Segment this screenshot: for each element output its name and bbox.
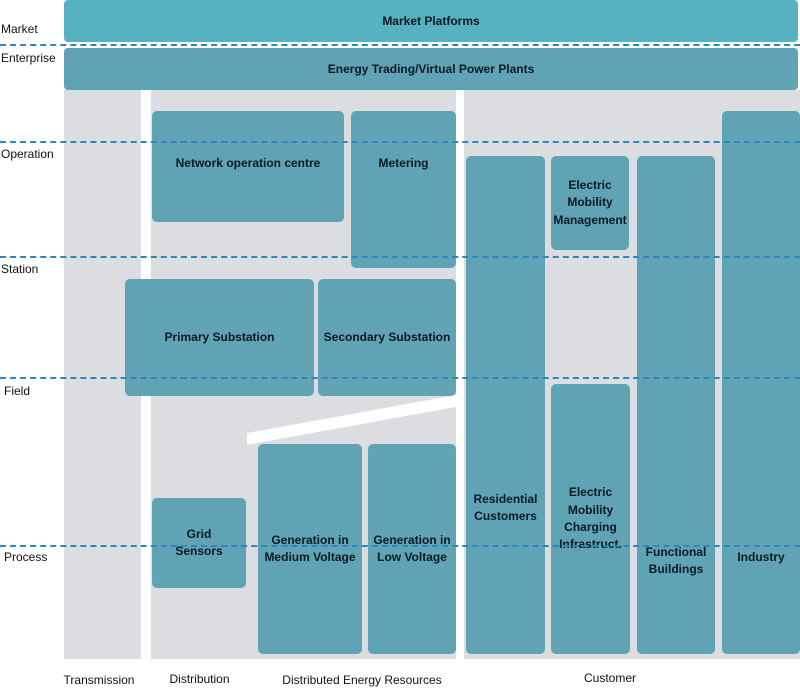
primary-substation-box: Primary Substation [125, 279, 314, 396]
secondary-substation-label: Secondary Substation [323, 329, 451, 344]
zone-line-field-process [0, 545, 800, 547]
market-platforms-label: Market Platforms [382, 14, 480, 28]
primary-substation-label: Primary Substation [164, 329, 275, 344]
functional-buildings-label: Functional Buildings [645, 545, 707, 577]
zone-line-operation-station [0, 256, 800, 258]
metering-label: Metering [378, 156, 429, 170]
electric-mobility-charging-label: Electric Mobility Charging Infrastruct. [559, 485, 622, 552]
electric-mobility-charging-box: Electric Mobility Charging Infrastruct. [551, 384, 630, 654]
zone-line-station-field [0, 377, 800, 379]
zone-label-enterprise: Enterprise [1, 51, 56, 65]
zone-label-market: Market [1, 22, 38, 36]
residential-customers-box: Residential Customers [466, 156, 545, 654]
energy-trading-bar: Energy Trading/Virtual Power Plants [64, 48, 798, 90]
electric-mobility-management-box: Electric Mobility Management [551, 156, 629, 250]
functional-buildings-box: Functional Buildings [637, 156, 715, 654]
industry-box: Industry [722, 111, 800, 654]
metering-box: Metering [351, 111, 456, 268]
electric-mobility-management-label: Electric Mobility Management [553, 177, 627, 227]
zone-label-station: Station [1, 262, 39, 276]
market-platforms-bar: Market Platforms [64, 0, 798, 42]
residential-customers-label: Residential Customers [473, 492, 538, 524]
grid-sensors-label: Grid Sensors [175, 526, 223, 558]
zone-label-process: Process [4, 550, 48, 564]
generation-medium-voltage-box: Generation in Medium Voltage [258, 444, 362, 654]
zone-line-enterprise-operation [0, 141, 800, 143]
generation-low-voltage-box: Generation in Low Voltage [368, 444, 456, 654]
zone-label-operation: Operation [1, 147, 54, 161]
domain-label-der: Distributed Energy Resources [282, 673, 442, 687]
zone-label-field: Field [4, 384, 31, 398]
energy-trading-label: Energy Trading/Virtual Power Plants [327, 62, 535, 76]
secondary-substation-box: Secondary Substation [318, 279, 456, 396]
domain-label-distribution: Distribution [169, 672, 230, 686]
industry-label: Industry [737, 550, 785, 564]
generation-low-voltage-label: Generation in Low Voltage [373, 532, 451, 564]
network-operation-centre-box: Network operation centre [152, 111, 344, 222]
domain-label-transmission: Transmission [63, 673, 135, 687]
network-operation-centre-label: Network operation centre [175, 156, 321, 170]
grid-sensors-box: Grid Sensors [152, 498, 246, 588]
zone-line-market-enterprise [0, 44, 800, 46]
generation-medium-voltage-label: Generation in Medium Voltage [264, 532, 356, 564]
domain-label-customer: Customer [583, 671, 636, 685]
